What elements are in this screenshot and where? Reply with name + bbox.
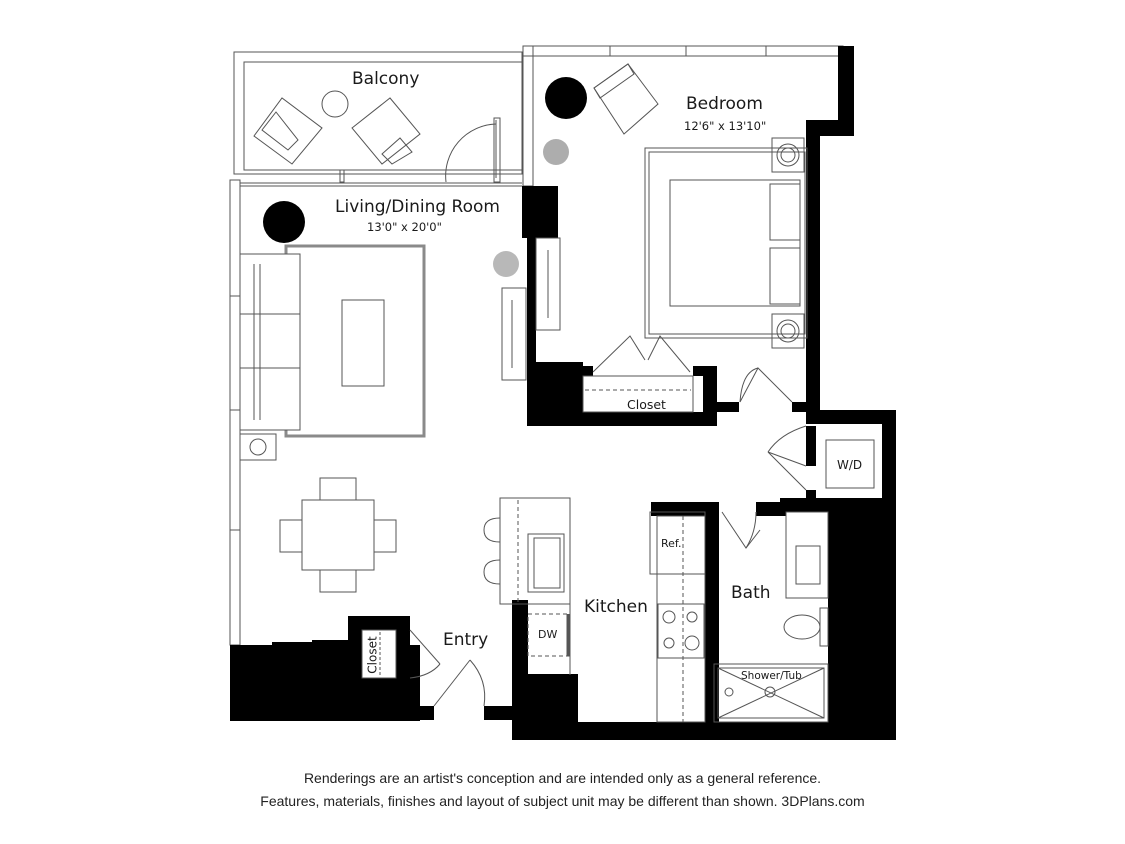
room-label-balcony: Balcony <box>352 69 420 89</box>
tv-consoles <box>501 237 561 381</box>
dining-set <box>279 477 397 593</box>
fixture-label-dishwasher: DW <box>538 628 558 641</box>
fixture-label-washer-dryer: W/D <box>837 458 863 472</box>
disclaimer-line-2: Features, materials, finishes and layout… <box>260 793 865 809</box>
room-dimensions-living-dining: 13'0" x 20'0" <box>367 220 442 234</box>
bedroom-round-table <box>545 77 587 119</box>
fixture-label-refrigerator: Ref. <box>661 537 682 550</box>
balcony-outline <box>233 51 523 183</box>
room-label-bedroom-closet: Closet <box>627 397 666 412</box>
room-label-bedroom: Bedroom <box>686 94 763 114</box>
living-plant <box>493 251 519 277</box>
living-round-table <box>263 201 305 243</box>
room-label-living-dining: Living/Dining Room <box>335 197 500 217</box>
fixture-label-shower-tub: Shower/Tub <box>741 670 802 682</box>
room-dimensions-bedroom: 12'6" x 13'10" <box>684 119 767 133</box>
washer-dryer <box>767 425 875 491</box>
bedroom-armchair <box>593 63 659 135</box>
room-label-entry-closet: Closet <box>365 636 380 674</box>
room-label-bath: Bath <box>731 583 771 603</box>
living-rug-sofa <box>239 244 426 461</box>
disclaimer-line-1: Renderings are an artist's conception an… <box>303 770 822 786</box>
balcony-chairs <box>253 90 501 183</box>
bedroom-plant <box>543 139 569 165</box>
kitchen-island <box>483 497 571 675</box>
bedroom-closet <box>582 335 793 413</box>
bed <box>644 137 808 349</box>
bath-fixtures <box>713 511 829 723</box>
room-label-entry: Entry <box>443 630 489 650</box>
kitchen-counter <box>649 511 706 723</box>
entry-doors <box>361 629 486 707</box>
room-label-kitchen: Kitchen <box>584 597 648 617</box>
